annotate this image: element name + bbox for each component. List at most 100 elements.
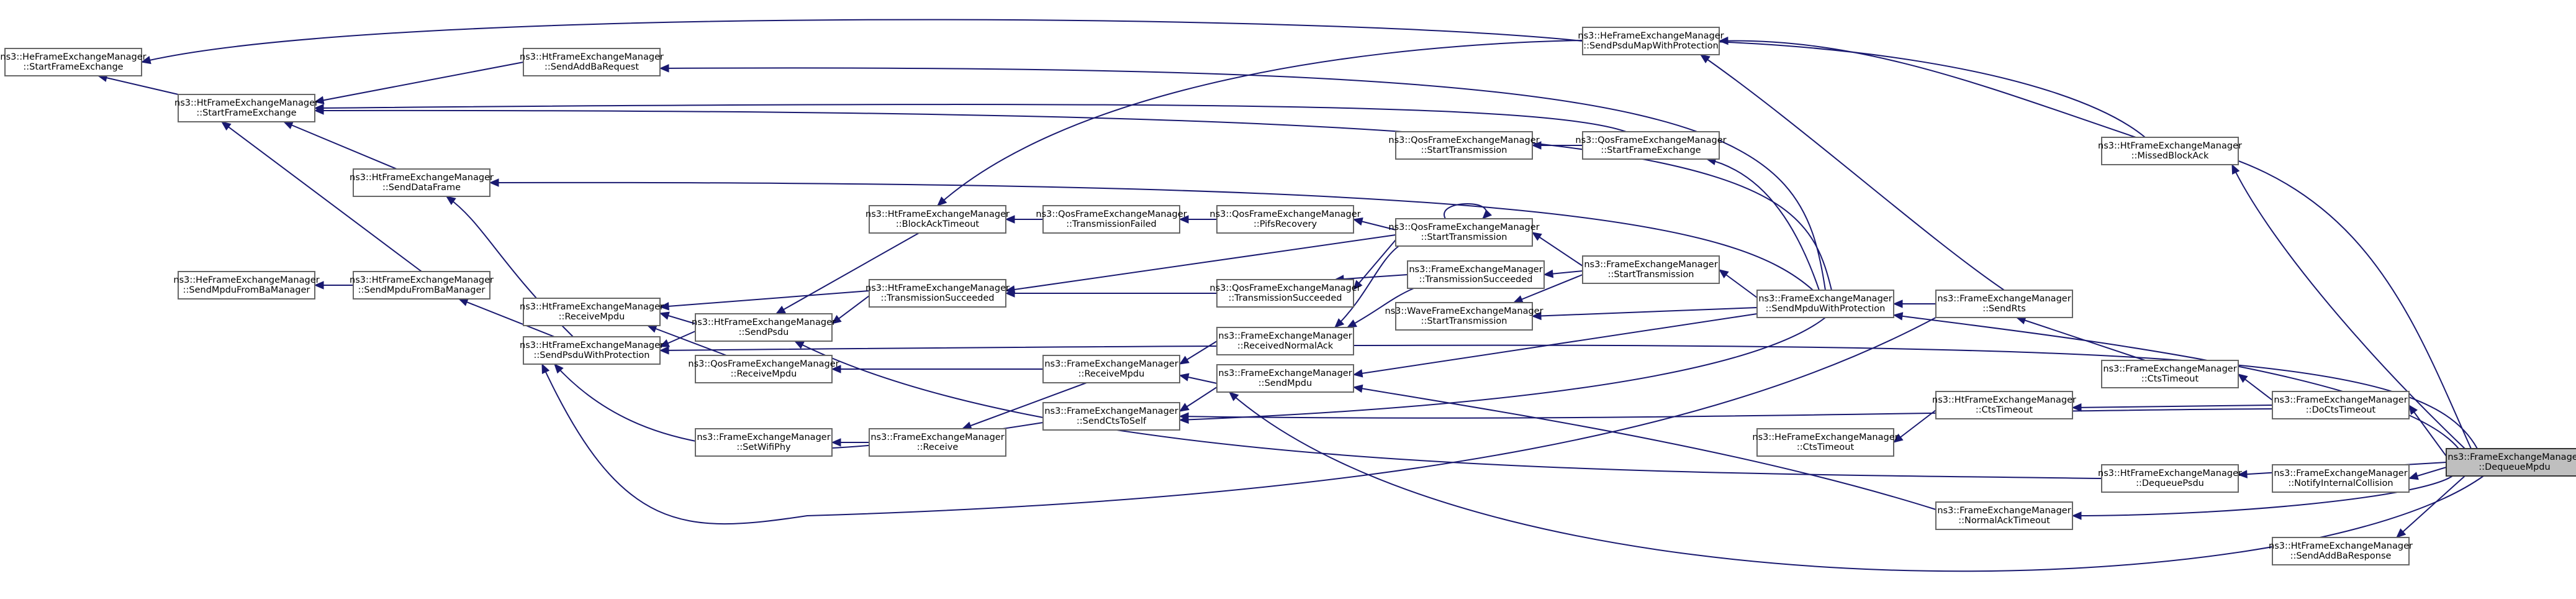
node-box <box>1216 205 1354 234</box>
node-qos-receive-mpdu[interactable]: ns3::QosFrameExchangeManager::ReceiveMpd… <box>688 355 839 383</box>
node-wave-start-tx[interactable]: ns3::WaveFrameExchangeManager::StartTran… <box>1385 302 1543 331</box>
edge-ht_dequeue_psdu-to-ht_send_psdu <box>793 341 2102 479</box>
node-ht-send-addbaresp[interactable]: ns3::HtFrameExchangeManager::SendAddBaRe… <box>2269 537 2413 565</box>
edge-arrowhead <box>1531 311 1542 321</box>
edge-fe_cts_timeout-to-fe_send_rts <box>2015 316 2146 361</box>
edge-arrowhead <box>282 121 294 129</box>
edge-fe_dequeue_mpdu-to-ht_missed <box>2231 163 2465 449</box>
edge-fe_send_mpdu-to-fe_receive_mpdu <box>1178 373 1218 384</box>
node-fe-receive-mpdu[interactable]: ns3::FrameExchangeManager::ReceiveMpdu <box>1042 355 1180 383</box>
node-fe-receive[interactable]: ns3::FrameExchangeManager::Receive <box>869 428 1006 457</box>
node-method-label: ::TransmissionFailed <box>1066 219 1157 229</box>
edge-arrowhead <box>659 64 669 73</box>
edge-fe_start_tx-to-qos_start_tx <box>1531 232 1583 267</box>
node-box <box>869 279 1006 308</box>
node-fe-send-rts[interactable]: ns3::FrameExchangeManager::SendRts <box>1935 290 2073 318</box>
node-ht-missed[interactable]: ns3::HtFrameExchangeManager::MissedBlock… <box>2098 137 2242 165</box>
node-ht-tx-succ[interactable]: ns3::HtFrameExchangeManager::Transmissio… <box>865 279 1010 308</box>
node-ht-receive-mpdu[interactable]: ns3::HtFrameExchangeManager::ReceiveMpdu <box>520 298 664 326</box>
edge-ht_tx_succ-to-ht_send_psdu <box>831 295 870 324</box>
node-method-label: ::SendPsduMapWithProtection <box>1583 41 1719 51</box>
edge-line <box>1353 313 1758 375</box>
node-box <box>1935 501 2073 530</box>
node-box <box>353 271 490 300</box>
node-method-label: ::BlockAckTimeout <box>896 219 980 229</box>
node-qos-tx-succ[interactable]: ns3::QosFrameExchangeManager::Transmissi… <box>1209 279 1361 308</box>
node-he-start-fe[interactable]: ns3::HeFrameExchangeManager::StartFrameE… <box>0 48 147 76</box>
node-class-label: ns3::HeFrameExchangeManager <box>1752 432 1898 442</box>
node-box <box>1395 131 1533 160</box>
edge-arrowhead <box>1892 433 1904 443</box>
node-qos-start-tx[interactable]: ns3::QosFrameExchangeManager::StartTrans… <box>1388 218 1540 247</box>
edge-arrowhead <box>1178 373 1190 382</box>
node-ht-blockack-to[interactable]: ns3::HtFrameExchangeManager::BlockAckTim… <box>865 205 1010 234</box>
edge-fe_recv_normalack-to-fe_receive_mpdu <box>1178 341 1218 365</box>
node-box <box>1582 131 1720 160</box>
node-fe-normalack-to[interactable]: ns3::FrameExchangeManager::NormalAckTime… <box>1935 501 2073 530</box>
node-ht-start-fe[interactable]: ns3::HtFrameExchangeManager::StartFrameE… <box>174 94 319 122</box>
node-fe-cts-timeout[interactable]: ns3::FrameExchangeManager::CtsTimeout <box>2101 360 2239 388</box>
edge-line <box>1700 54 2005 291</box>
node-box <box>695 428 833 457</box>
edge-fe_send_mpdu_prot-to-fe_send_mpdu <box>1352 313 1758 378</box>
node-fe-recv-normalack[interactable]: ns3::FrameExchangeManager::ReceivedNorma… <box>1216 327 1354 355</box>
node-class-label: ns3::HtFrameExchangeManager <box>174 98 319 108</box>
edge-arrowhead <box>2231 163 2240 175</box>
edge-fe_do_cts_timeout-to-fe_cts_timeout <box>2237 373 2273 401</box>
node-box <box>2101 464 2239 493</box>
edge-line <box>1334 274 1408 280</box>
node-ht-send-psdu-prot[interactable]: ns3::HtFrameExchangeManager::SendPsduWit… <box>520 336 664 365</box>
edge-arrowhead <box>2408 472 2419 480</box>
edge-fe_dequeue_mpdu-to-he_send_psdumap <box>1718 36 2472 449</box>
node-fe-set-wifiphy[interactable]: ns3::FrameExchangeManager::SetWifiPhy <box>695 428 833 457</box>
node-qos-start-fe[interactable]: ns3::QosFrameExchangeManager::StartFrame… <box>1575 131 1727 160</box>
node-ht-send-psdu[interactable]: ns3::HtFrameExchangeManager::SendPsdu <box>692 313 836 342</box>
node-method-label: ::StartTransmission <box>1421 145 1507 155</box>
edge-line <box>1532 232 1583 267</box>
node-class-label: ns3::FrameExchangeManager <box>1937 294 2071 304</box>
node-he-cts-timeout[interactable]: ns3::HeFrameExchangeManager::CtsTimeout <box>1752 428 1899 457</box>
edge-arrowhead <box>1531 232 1542 241</box>
node-ht-cts-timeout[interactable]: ns3::HtFrameExchangeManager::CtsTimeout <box>1932 391 2076 419</box>
edge-qos_start_tx-to-fe_recv_normalack <box>1334 245 1399 328</box>
node-fe-send-mpdu-prot[interactable]: ns3::FrameExchangeManager::SendMpduWithP… <box>1756 290 1894 318</box>
edge-line <box>1513 274 1583 303</box>
node-ht-send-dataframe[interactable]: ns3::HtFrameExchangeManager::SendDataFra… <box>350 168 494 197</box>
edge-arrowhead <box>1346 319 1357 328</box>
node-fe-dequeue-mpdu[interactable]: ns3::FrameExchangeManager::DequeueMpdu <box>2446 448 2576 477</box>
edge-arrowhead <box>2071 511 2082 520</box>
node-fe-do-cts-timeout[interactable]: ns3::FrameExchangeManager::DoCtsTimeout <box>2272 391 2410 419</box>
node-fe-tx-succ[interactable]: ns3::FrameExchangeManager::TransmissionS… <box>1407 260 1545 289</box>
node-fe-start-tx[interactable]: ns3::FrameExchangeManager::StartTransmis… <box>1582 255 1720 284</box>
node-qos-pifs[interactable]: ns3::QosFrameExchangeManager::PifsRecove… <box>1209 205 1361 234</box>
node-qos-start-tx-small[interactable]: ns3::QosFrameExchangeManager::StartTrans… <box>1388 131 1540 160</box>
node-ht-dequeue-psdu[interactable]: ns3::HtFrameExchangeManager::DequeuePsdu <box>2098 464 2242 493</box>
node-he-send-psdumap[interactable]: ns3::HeFrameExchangeManager::SendPsduMap… <box>1578 27 1724 55</box>
node-fe-send-cts-self[interactable]: ns3::FrameExchangeManager::SendCtsToSelf <box>1042 402 1180 431</box>
node-box <box>869 205 1006 234</box>
node-fe-send-mpdu[interactable]: ns3::FrameExchangeManager::SendMpdu <box>1216 364 1354 393</box>
edge-arrowhead <box>1229 391 1239 401</box>
edge-line <box>141 19 1583 63</box>
edge-ht_send_fromba-to-he_send_fromba <box>314 281 353 290</box>
node-ht-send-adda[interactable]: ns3::HtFrameExchangeManager::SendAddBaRe… <box>520 48 664 76</box>
node-method-label: ::StartFrameExchange <box>1601 145 1701 155</box>
node-box <box>1756 290 1894 318</box>
node-box <box>1407 260 1545 289</box>
node-method-label: ::TransmissionSucceeded <box>1229 293 1342 303</box>
node-class-label: ns3::FrameExchangeManager <box>1218 368 1352 378</box>
node-box <box>178 271 315 300</box>
edge-arrowhead <box>1352 384 1363 393</box>
edge-fe_dequeue_mpdu-to-fe_notify_collision <box>2408 467 2447 480</box>
node-class-label: ns3::FrameExchangeManager <box>1044 359 1178 369</box>
node-qos-tx-failed[interactable]: ns3::QosFrameExchangeManager::Transmissi… <box>1036 205 1187 234</box>
edge-qos_start_tx-to-qos_tx_succ <box>1353 239 1396 290</box>
node-ht-send-fromba[interactable]: ns3::HtFrameExchangeManager::SendMpduFro… <box>350 271 494 300</box>
edge-arrowhead <box>659 302 669 311</box>
edge-arrowhead <box>2071 403 2082 412</box>
node-he-send-fromba[interactable]: ns3::HeFrameExchangeManager::SendMpduFro… <box>173 271 320 300</box>
node-fe-notify-collision[interactable]: ns3::FrameExchangeManager::NotifyInterna… <box>2272 464 2410 493</box>
node-class-label: ns3::FrameExchangeManager <box>1584 260 1717 270</box>
node-box <box>1935 290 2073 318</box>
